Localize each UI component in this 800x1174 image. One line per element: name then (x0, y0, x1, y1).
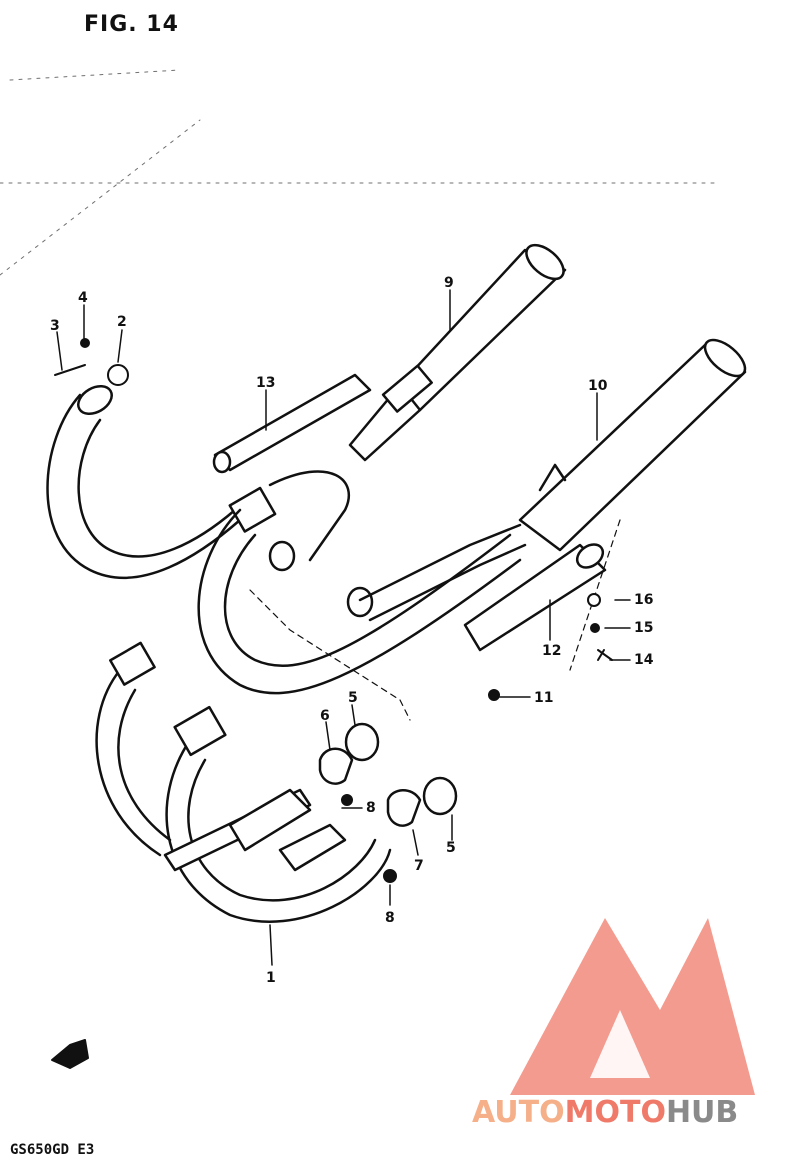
callout-12: 12 (542, 643, 561, 659)
callout-10: 10 (588, 378, 608, 394)
callout-5-lower: 5 (446, 840, 456, 856)
callout-8-lower: 8 (385, 910, 395, 926)
front-direction-arrow-icon (51, 1039, 89, 1069)
callout-8-upper: 8 (366, 800, 376, 816)
callout-9: 9 (444, 275, 454, 291)
logo-text-hub: HUB (666, 1095, 738, 1130)
gasket-part-5 (344, 722, 458, 816)
callout-7: 7 (414, 858, 424, 874)
callout-2: 2 (117, 314, 127, 330)
model-code: GS650GD E3 (10, 1142, 95, 1158)
leader-lines (56, 289, 631, 966)
callout-13: 11 (534, 690, 553, 706)
clamp-parts (318, 747, 422, 827)
heat-shield-part-11 (212, 373, 372, 474)
callout-6: 6 (320, 708, 330, 724)
logo-text-moto: MOTO (565, 1095, 666, 1130)
callout-16: 16 (634, 592, 653, 608)
svg-text:AUTOMOTOHUB: AUTOMOTOHUB (472, 1095, 738, 1130)
heat-shield-part-12 (463, 543, 607, 652)
upper-exhaust-pipes (46, 385, 527, 695)
automotohub-logo: AUTOMOTOHUB (472, 918, 755, 1130)
dashed-guide-lines (0, 69, 721, 276)
figure-title: FIG. 14 (84, 12, 179, 37)
callout-1: 1 (266, 970, 276, 986)
callout-15: 15 (634, 620, 653, 636)
callout-14: 14 (634, 652, 654, 668)
muffler-right-part-10 (518, 338, 747, 552)
logo-text-auto: AUTO (472, 1095, 565, 1130)
callout-4: 4 (78, 290, 88, 306)
callout-5-upper: 5 (348, 690, 358, 706)
muffler-left-part-9 (348, 243, 567, 462)
exhaust-pipe-part-1 (95, 641, 392, 923)
callout-3: 3 (50, 318, 60, 334)
callout-11: 13 (256, 375, 275, 391)
fasteners (54, 338, 613, 883)
